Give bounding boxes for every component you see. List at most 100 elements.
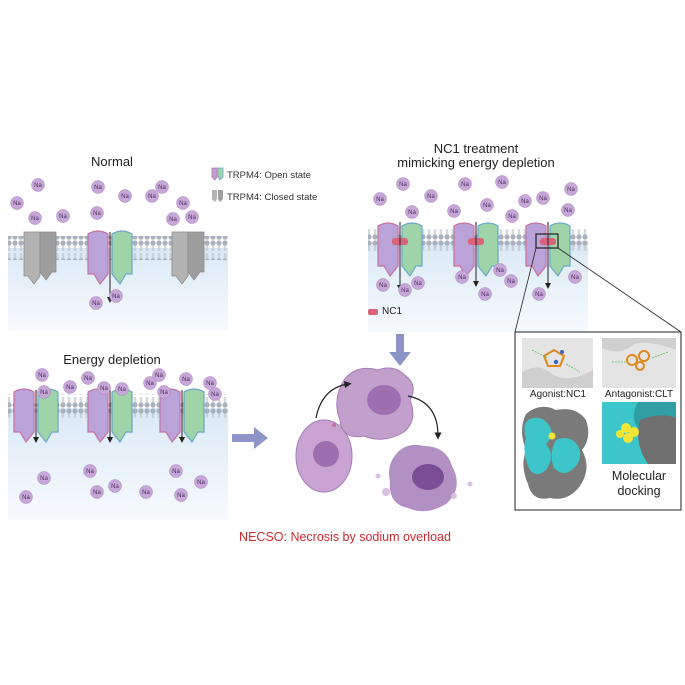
docking-panel [514,331,682,511]
sodium-ion: Na [139,485,153,499]
antagonist-label: Antagonist:CLT [604,389,674,400]
trpm4-open-channel [87,230,133,303]
sodium-ion-label: Na [155,373,163,379]
trpm4-open-channel [377,222,423,291]
nc1-key-label: NC1 [382,306,403,317]
sodium-ion-label: Na [40,390,48,396]
sodium-ion: Na [89,296,103,310]
sodium-ion-label: Na [539,196,547,202]
sodium-ion: Na [455,270,469,284]
sodium-ion-label: Na [34,183,42,189]
sodium-ion-label: Na [92,301,100,307]
sodium-ion-label: Na [379,283,387,289]
legend-closed-label: TRPM4: Closed state [227,192,318,203]
docking-caption-line2: docking [617,484,661,498]
sodium-ion-label: Na [112,294,120,300]
sodium-ion-label: Na [408,210,416,216]
sodium-ion-label: Na [84,376,92,382]
healthy-cell [295,419,353,493]
sodium-ion-label: Na [121,194,129,200]
sodium-ion-label: Na [177,493,185,499]
trpm4-closed-channel [171,231,205,285]
sodium-ion-label: Na [197,480,205,486]
sodium-ion-label: Na [100,386,108,392]
binding-pocket-image [602,402,676,464]
sodium-ion-label: Na [461,182,469,188]
sodium-ion-label: Na [508,214,516,220]
sodium-ion: Na [458,177,472,191]
sodium-ion-label: Na [188,215,196,221]
sodium-ion: Na [118,189,132,203]
sodium-ion-label: Na [93,211,101,217]
sodium-ion: Na [411,276,425,290]
sodium-ion: Na [10,196,24,210]
sodium-ion-label: Na [567,187,575,193]
sodium-ion: Na [518,194,532,208]
sodium-ion-label: Na [399,182,407,188]
sodium-ion: Na [405,205,419,219]
sodium-ion: Na [561,203,575,217]
sodium-ion: Na [155,180,169,194]
sodium-ion-label: Na [148,194,156,200]
zoom-leader [557,247,682,333]
sodium-ion: Na [37,385,51,399]
sodium-ion-label: Na [414,281,422,287]
sodium-ion-label: Na [169,217,177,223]
sodium-ion-label: Na [158,185,166,191]
nc1-panel-title-line2: mimicking energy depletion [397,155,555,170]
panel-nc1 [368,222,682,333]
sodium-ion-label: Na [93,490,101,496]
sodium-ion-label: Na [22,495,30,501]
sodium-ion: Na [115,382,129,396]
zoom-leader [514,247,537,333]
sodium-ion-label: Na [146,381,154,387]
necrosis-cells [295,367,473,512]
sodium-ion: Na [83,464,97,478]
sodium-ion-label: Na [564,208,572,214]
sodium-ion: Na [109,289,123,303]
sodium-ion: Na [28,211,42,225]
necrotic-cell [375,444,473,512]
trpm4-closed-channel [23,231,57,285]
sodium-ion: Na [568,270,582,284]
sodium-ion: Na [396,177,410,191]
sodium-ion: Na [91,180,105,194]
sodium-ion: Na [90,485,104,499]
trpm4-open-channel [159,388,205,444]
swollen-cell [336,367,414,440]
sodium-ion: Na [376,278,390,292]
trpm4-open-channel [13,388,59,444]
sodium-ion-label: Na [179,201,187,207]
cell-transition-arrow [407,395,442,440]
normal-panel-title: Normal [91,154,133,169]
sodium-ion-label: Na [376,197,384,203]
sodium-ion-label: Na [481,292,489,298]
sodium-ion-label: Na [111,484,119,490]
sodium-ion: Na [185,210,199,224]
sodium-ion: Na [564,182,578,196]
trpm4-open-channel [87,388,133,444]
sodium-ion: Na [478,287,492,301]
sodium-ion: Na [373,192,387,206]
sodium-ion: Na [194,475,208,489]
sodium-ion-label: Na [40,476,48,482]
sodium-ion: Na [145,189,159,203]
sodium-ion-label: Na [571,275,579,281]
sodium-ion: Na [63,380,77,394]
legend-open-icon [211,167,224,181]
protein-surface-image [522,402,593,504]
sodium-ion-label: Na [206,381,214,387]
sodium-ion: Na [81,371,95,385]
sodium-ion: Na [97,381,111,395]
sodium-ion: Na [398,283,412,297]
sodium-ion-label: Na [211,392,219,398]
sodium-ion-label: Na [59,214,67,220]
sodium-ion-label: Na [458,275,466,281]
sodium-ion-label: Na [31,216,39,222]
zoom-box [535,233,559,249]
agonist-label: Agonist:NC1 [529,389,587,400]
agonist-structure-image [522,338,593,388]
panel-energy-depletion [8,388,228,520]
